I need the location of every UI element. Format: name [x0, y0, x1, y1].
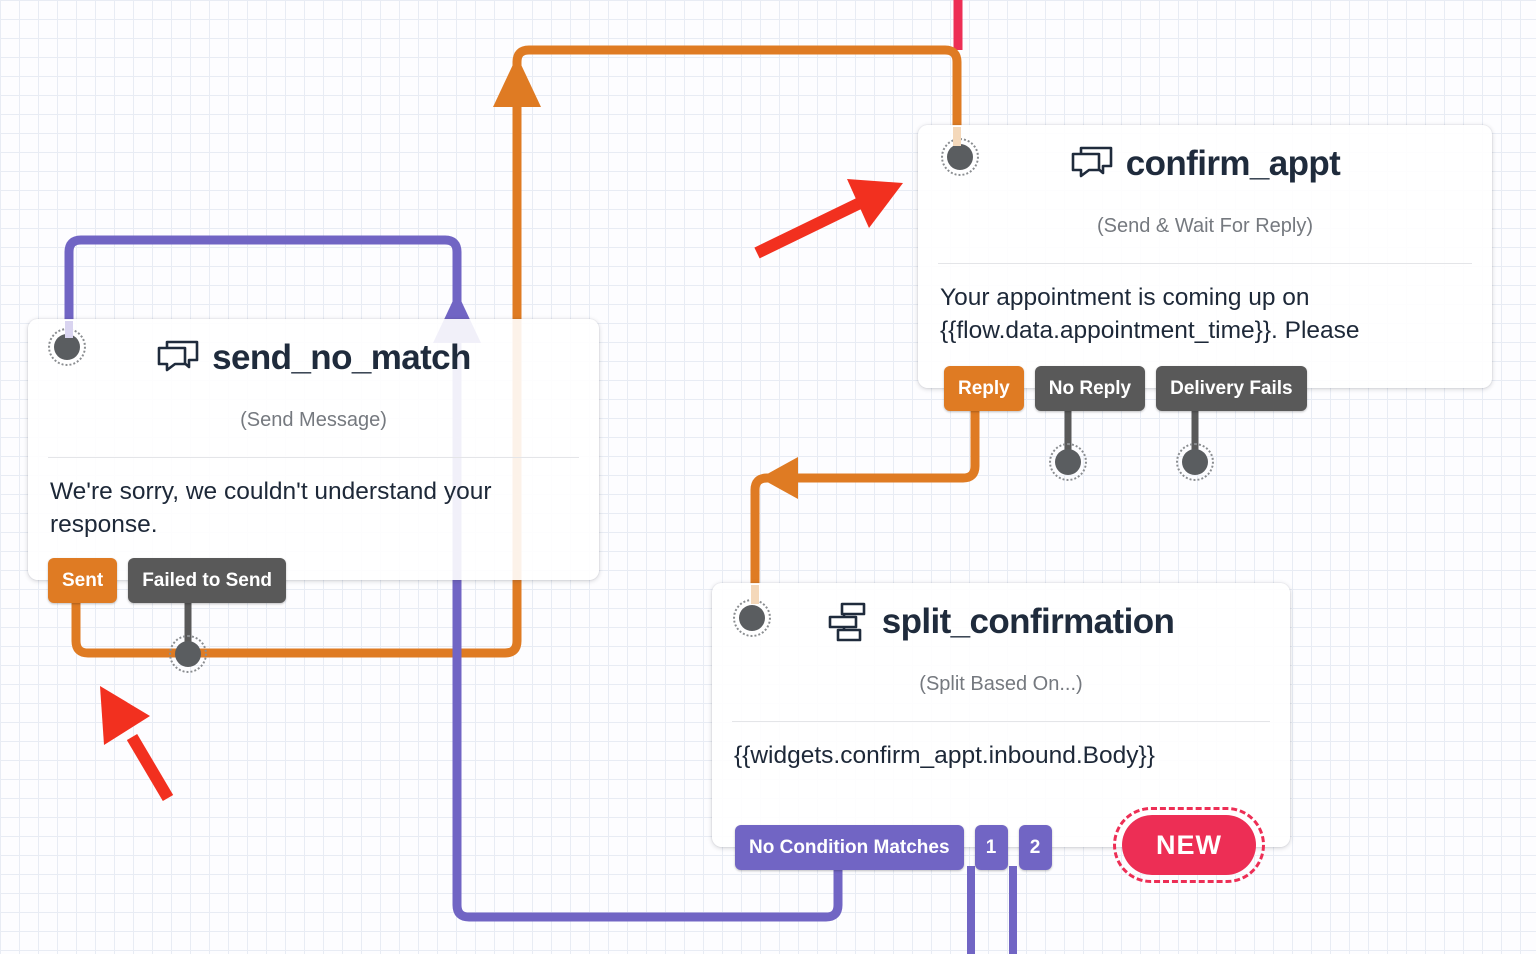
transition-failed-to-send-button[interactable]: Failed to Send — [128, 558, 287, 603]
widget-name: confirm_appt — [1125, 144, 1341, 183]
widget-body-text: {{widgets.confirm_appt.inbound.Body}} — [734, 742, 1155, 769]
widget-title-row: confirm_appt — [918, 141, 1492, 187]
arrowhead-up-orange — [493, 56, 541, 107]
failed-to-send-connector-dot[interactable] — [169, 635, 207, 673]
transition-no-condition-matches-button[interactable]: No Condition Matches — [735, 825, 964, 870]
widget-type-label: (Send Message) — [240, 409, 387, 431]
delivery-fails-connector-dot[interactable] — [1176, 443, 1214, 481]
red-arrow-to-sent-connector — [100, 686, 174, 802]
widget-name: send_no_match — [212, 338, 471, 377]
widget-body-text: We're sorry, we couldn't understand your… — [50, 478, 492, 538]
no-reply-connector-dot[interactable] — [1049, 443, 1087, 481]
widget-title-row: split_confirmation — [712, 599, 1290, 645]
chat-message-icon — [1071, 146, 1113, 178]
widget-confirm-appt[interactable]: confirm_appt (Send & Wait For Reply) You… — [918, 125, 1492, 411]
widget-split-confirmation[interactable]: split_confirmation (Split Based On...) {… — [712, 583, 1290, 883]
transition-branch-1-button[interactable]: 1 — [974, 825, 1008, 870]
widget-title-row: send_no_match — [28, 335, 599, 381]
divider — [732, 721, 1270, 722]
chat-message-icon — [157, 340, 199, 372]
red-arrow-to-confirm-appt — [754, 179, 903, 259]
widget-send-no-match[interactable]: send_no_match (Send Message) We're sorry… — [28, 319, 599, 603]
arrowhead-left-orange — [760, 457, 798, 499]
transition-no-reply-button[interactable]: No Reply — [1034, 366, 1146, 411]
divider — [48, 457, 579, 458]
widget-name: split_confirmation — [881, 602, 1175, 641]
widget-type-label: (Split Based On...) — [919, 673, 1083, 695]
widget-body-text: Your appointment is coming up on {{flow.… — [940, 284, 1360, 344]
transition-reply-button[interactable]: Reply — [944, 366, 1024, 411]
connector-reply-to-split[interactable] — [750, 410, 980, 584]
transition-branch-2-button[interactable]: 2 — [1018, 825, 1052, 870]
divider — [938, 263, 1472, 264]
split-icon — [828, 602, 866, 642]
transition-delivery-fails-button[interactable]: Delivery Fails — [1156, 366, 1307, 411]
widget-type-label: (Send & Wait For Reply) — [1097, 215, 1313, 237]
widget-input-dot[interactable] — [733, 599, 771, 637]
transition-sent-button[interactable]: Sent — [48, 558, 118, 603]
new-badge-button[interactable]: NEW — [1122, 815, 1256, 875]
new-badge-ring: NEW — [1113, 807, 1265, 883]
